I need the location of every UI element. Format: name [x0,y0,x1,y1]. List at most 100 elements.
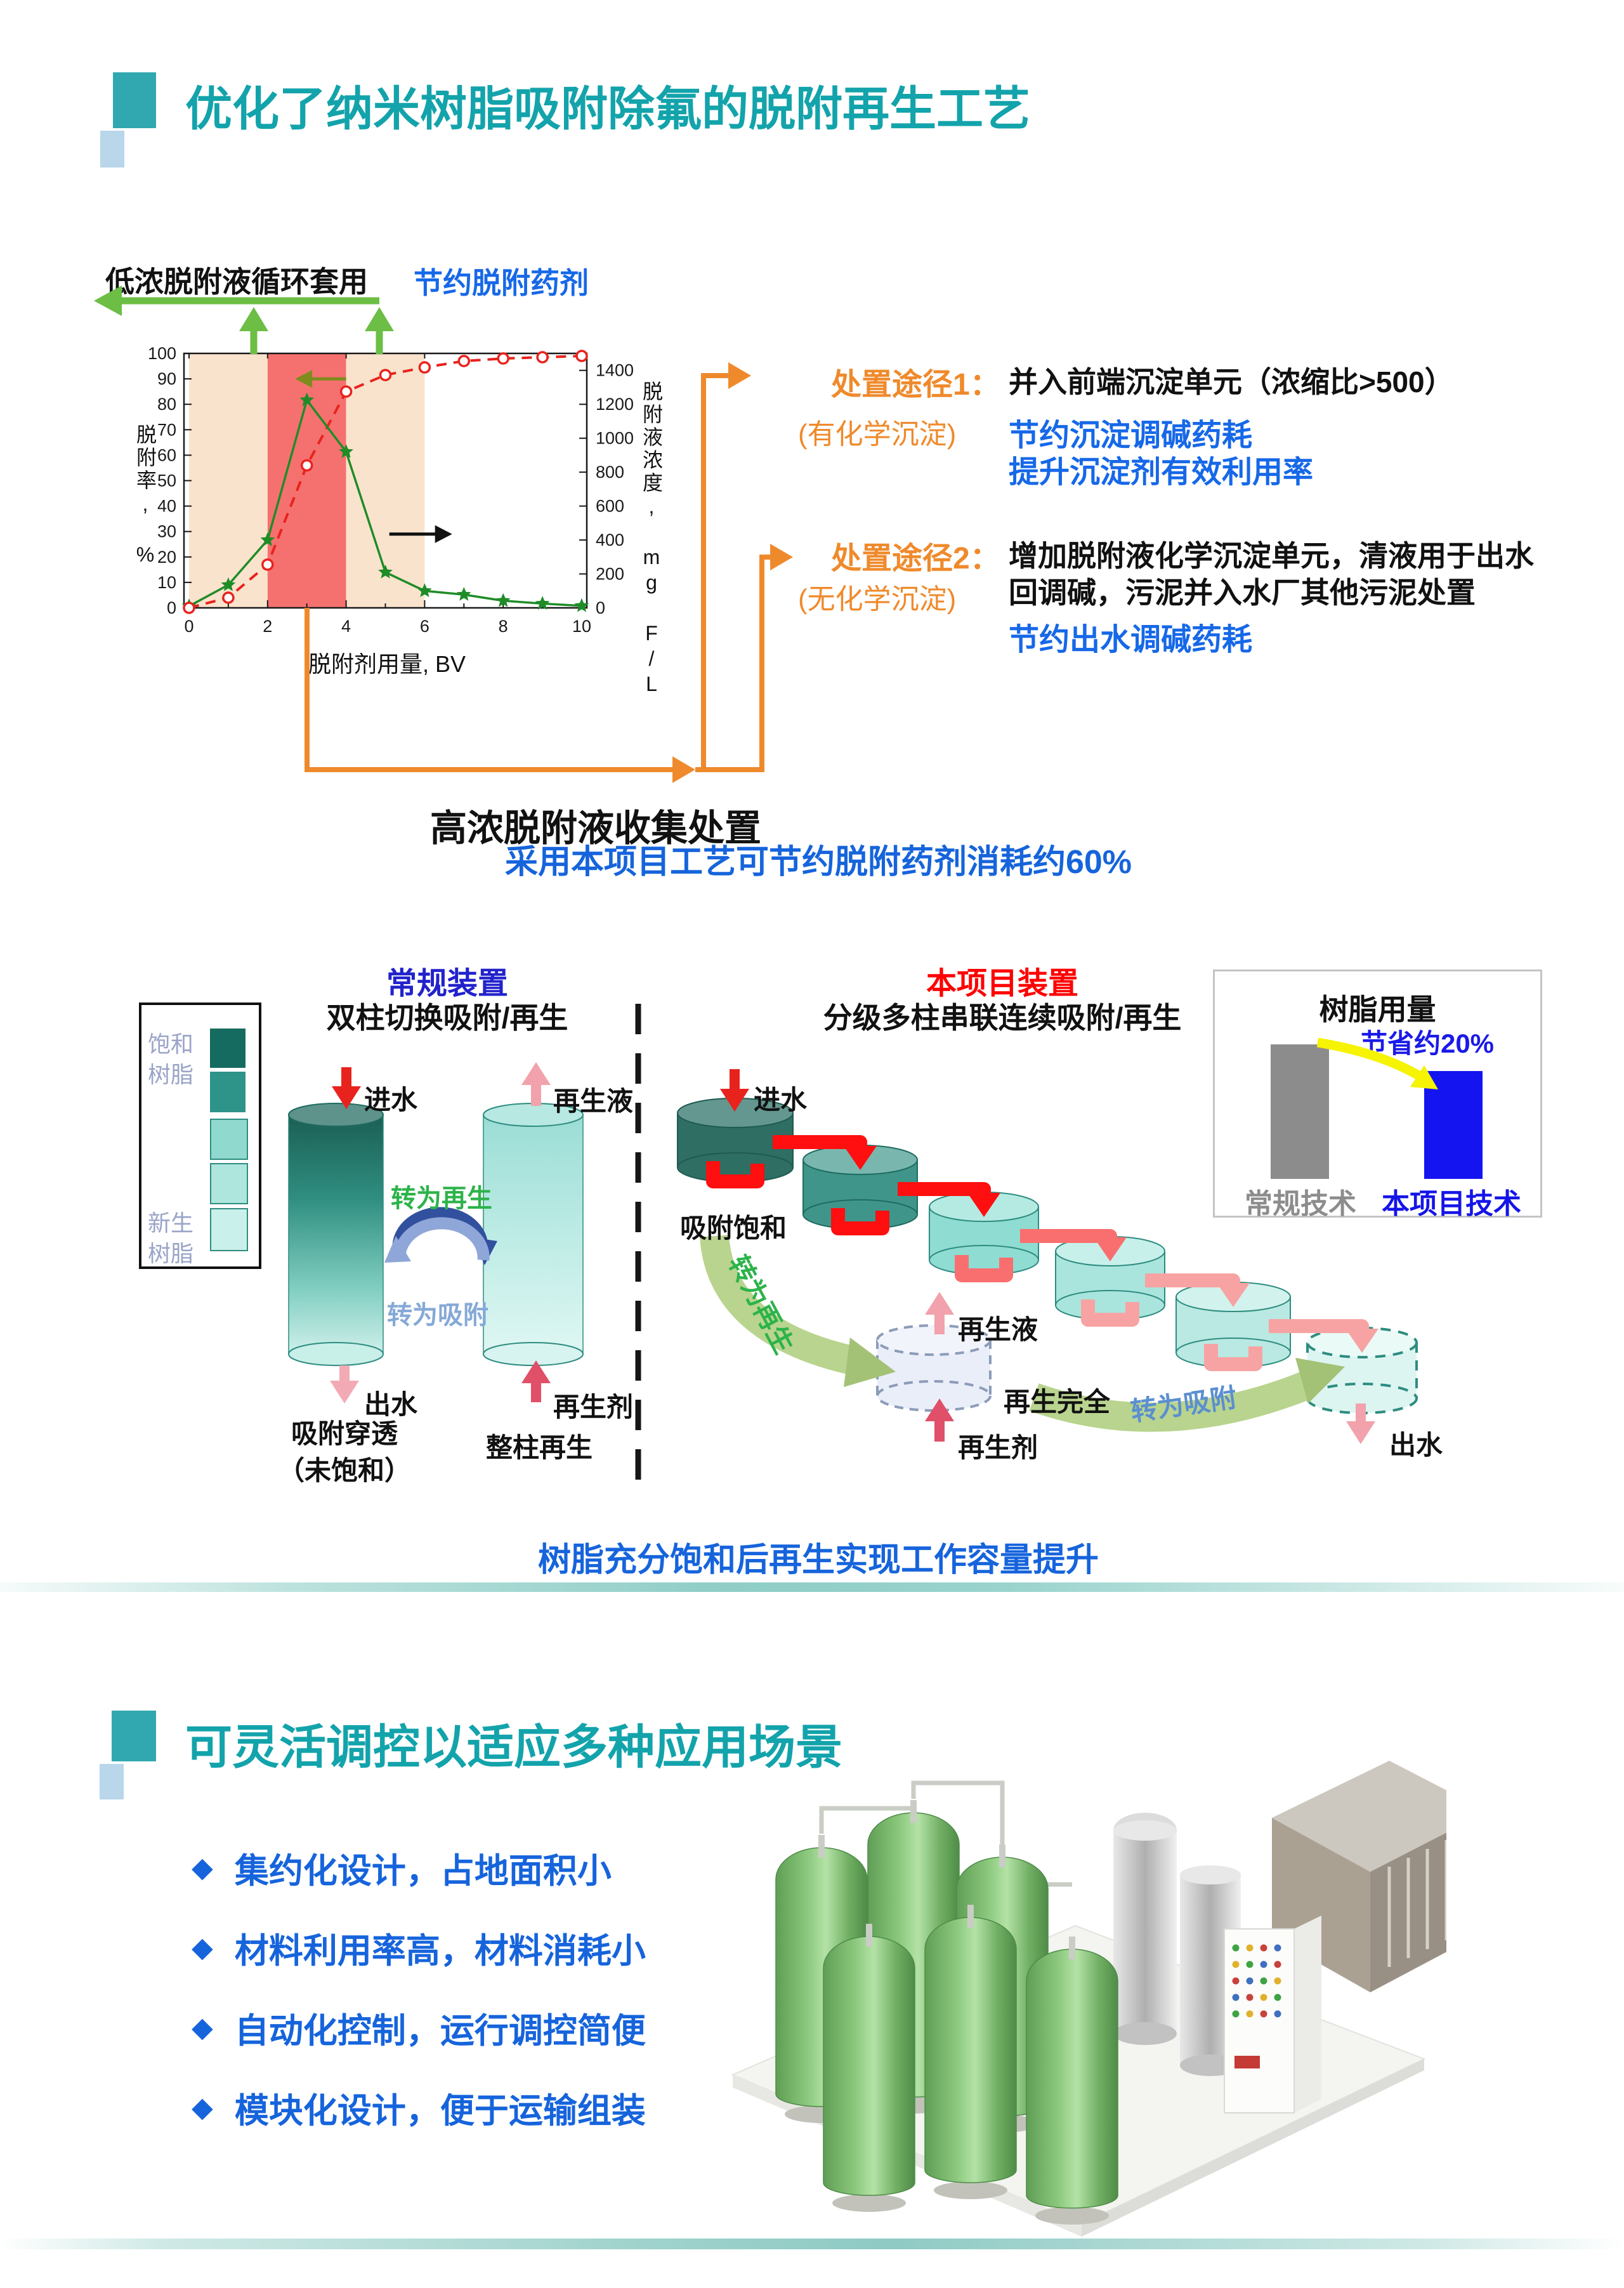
outflow-arrow-icon [330,1365,359,1404]
right-regen-agent-label: 再生剂 [958,1433,1038,1463]
svg-text:1400: 1400 [596,361,634,380]
middle-caption: 树脂充分饱和后再生实现工作容量提升 [537,1542,1099,1579]
green-resin-tank [823,1924,915,2212]
orange-arrowhead [672,756,695,783]
svg-text:60: 60 [157,445,176,464]
left-axis-title: 脱附率, % [134,424,157,569]
regen-liquid-arrow-icon [521,1062,551,1106]
diamond-bullet-icon: ◆ [192,1932,213,1963]
bar-label-conventional: 常规技术 [1245,1188,1356,1220]
svg-text:80: 80 [157,395,176,414]
bar-label-project: 本项目技术 [1382,1188,1521,1220]
left-regen-liquid-label: 再生液 [553,1086,634,1116]
route1-benefit2: 提升沉淀剂有效利用率 [1009,456,1314,489]
diamond-bullet-icon: ◆ [192,1852,213,1883]
legend-swatch [210,1072,246,1112]
yellow-savings-arrow [1316,1037,1438,1089]
desorption-line-chart: 0102030405060708090100020040060080010001… [148,346,634,636]
right-regen-liquid-label: 再生液 [958,1315,1038,1345]
orange-routing-lines [304,373,771,772]
bar-chart-note: 节省约20% [1360,1029,1495,1058]
svg-text:600: 600 [596,497,624,516]
to-adsorb-swoosh [1029,1358,1345,1432]
route2-desc2: 回调碱，污泥并入水厂其他污泥处置 [1009,576,1476,609]
right-in-label: 进水 [754,1085,808,1115]
collect-label: 高浓脱附液收集处置 [430,808,762,849]
legend-swatch [210,1119,248,1160]
regen-stage-dashed [876,1324,992,1412]
green-recycle-arrow [94,286,394,354]
left-col1-note2: （未饱和） [277,1456,411,1485]
section2-title: 可灵活调控以适应多种应用场景 [185,1721,842,1773]
green-resin-tank [924,1905,1017,2199]
legend-swatch [210,1163,248,1204]
right-device-title: 本项目装置 [926,967,1078,1001]
svg-text:1200: 1200 [596,395,634,414]
legend-label-fresh: 新生树脂 [148,1210,194,1266]
pipe-arrowhead [1346,1329,1378,1353]
route2-benefit: 节约出水调碱药耗 [1009,623,1253,657]
right-out-label: 出水 [1389,1430,1443,1460]
right-saturated-label: 吸附饱和 [680,1213,787,1243]
route2-tag: 处置途径2： [831,542,1000,575]
section-divider [0,1582,1624,1592]
container-unit [1272,1761,1446,1992]
svg-text:20: 20 [157,548,176,567]
right-regen-done-label: 再生完全 [1004,1387,1111,1417]
legend-label-saturated: 饱和树脂 [148,1031,194,1088]
legend-swatch-fresh [210,1208,248,1251]
bar-conventional [1271,1044,1329,1179]
svg-text:1000: 1000 [596,429,634,448]
bullet-text: 材料利用率高，材料消耗小 [234,1932,646,1970]
svg-text:30: 30 [157,522,176,541]
steel-tank [1113,1813,1177,2045]
bullet-row: ◆ 自动化控制，运行调控简便 [192,2002,646,2053]
left-out-label: 出水 [364,1390,418,1419]
diamond-bullet-icon: ◆ [192,2012,213,2043]
section1-header-square [113,72,156,128]
bullet-row: ◆ 模块化设计，便于运输组装 [192,2082,646,2133]
route1-desc: 并入前端沉淀单元（浓缩比>500） [1009,365,1454,398]
svg-text:200: 200 [596,565,624,584]
outflow-arrow-icon [1346,1404,1375,1444]
regeneration-column [483,1103,584,1366]
control-cabinet [1224,1916,1321,2114]
route1-benefit1: 节约沉淀调碱药耗 [1009,419,1253,452]
left-col2-note: 整柱再生 [486,1433,593,1463]
bullet-text: 自动化控制，运行调控简便 [234,2012,646,2050]
x-axis-title: 脱附剂用量, BV [308,651,466,677]
orange-arrowhead [728,362,751,389]
footer-divider [0,2239,1624,2249]
inflow-arrow-icon [720,1069,749,1112]
svg-text:800: 800 [596,463,624,482]
resin-usage-chart-box: 树脂用量 节省约20% 常规技术 本项目技术 [1213,970,1542,1220]
pipe-arrowhead [967,1193,1000,1217]
recycle-label: 低浓脱附液循环套用 [105,265,368,298]
svg-text:0: 0 [167,598,176,617]
equipment-render [731,1761,1446,2237]
section1-title: 优化了纳米树脂吸附除氟的脱附再生工艺 [185,82,1030,135]
flow-connectors [94,286,793,783]
bullet-text: 集约化设计，占地面积小 [234,1852,612,1890]
route1-sub: (有化学沉淀) [798,419,957,450]
section1-caption: 采用本项目工艺可节约脱附药剂消耗约60% [504,844,1132,881]
pipe-arrowhead [1094,1237,1127,1261]
svg-text:40: 40 [157,497,176,516]
svg-text:0: 0 [596,598,605,617]
adsorption-column [288,1103,384,1366]
svg-text:10: 10 [157,573,176,592]
inflow-arrow-icon [332,1067,361,1109]
bullet-row: ◆ 集约化设计，占地面积小 [192,1843,612,1893]
switch-cycle-icon [384,1207,497,1265]
svg-text:6: 6 [420,617,429,636]
regen-liquid-arrow-icon [925,1292,954,1334]
pipe-arrowhead [1217,1283,1250,1307]
right-axis-title: 脱附液浓度, mg F/L [640,381,663,698]
device-diagrams [288,1004,1418,1480]
bar-chart-title: 树脂用量 [1319,993,1436,1026]
left-col1-note1: 吸附穿透 [291,1419,398,1449]
left-switch-adsorb-label: 转为吸附 [387,1301,488,1329]
svg-text:400: 400 [596,530,624,549]
regen-agent-arrow-icon [925,1398,954,1442]
svg-text:4: 4 [341,617,351,636]
